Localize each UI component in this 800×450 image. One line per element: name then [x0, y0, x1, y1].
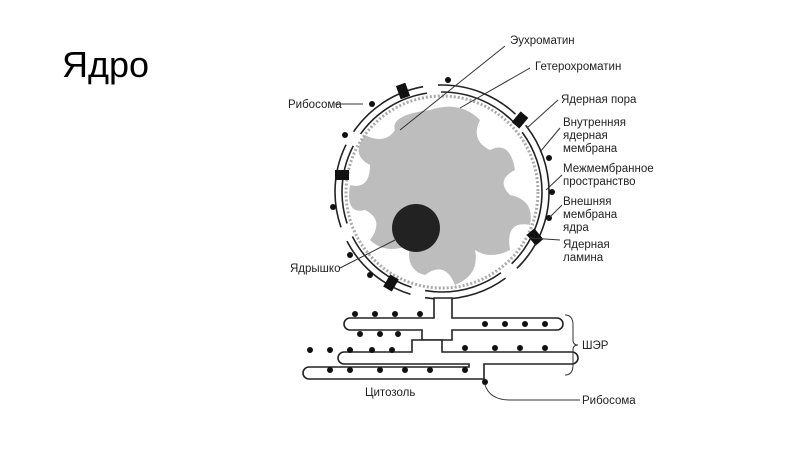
label-nucleolus: Ядрышко [290, 263, 340, 275]
label-inner-membrane-2: ядерная [563, 130, 608, 142]
label-outer-membrane-2: мембрана [563, 209, 618, 221]
label-cytosol: Цитозоль [365, 387, 415, 399]
label-inner-membrane-3: мембрана [563, 143, 618, 155]
label-ribosome-bottom: Рибосома [582, 395, 636, 407]
label-intermembrane-2: пространство [563, 176, 636, 188]
nucleolus [392, 204, 440, 252]
label-rough-er: ШЭР [582, 340, 609, 352]
label-outer-membrane-3: ядра [563, 222, 589, 234]
label-intermembrane-1: Межмембранное [563, 163, 654, 175]
ribosomes-er [307, 311, 548, 385]
leader-lines [335, 45, 580, 401]
nuclear-pores [335, 82, 544, 292]
label-lamina-1: Ядерная [563, 239, 610, 251]
ribosomes-nucleus [330, 77, 555, 278]
slide-title: Ядро [62, 44, 150, 85]
label-inner-membrane-1: Внутренняя [563, 117, 626, 129]
label-euchromatin: Эухроматин [510, 35, 575, 47]
heterochromatin [349, 106, 531, 286]
rough-er [302, 297, 579, 380]
label-ribosome-top: Рибосома [288, 99, 342, 111]
label-nuclear-pore: Ядерная пора [561, 94, 637, 106]
label-heterochromatin: Гетерохроматин [535, 61, 621, 73]
label-outer-membrane-1: Внешняя [563, 196, 611, 208]
nuclear-lamina [344, 94, 540, 290]
label-lamina-2: ламина [563, 252, 604, 264]
